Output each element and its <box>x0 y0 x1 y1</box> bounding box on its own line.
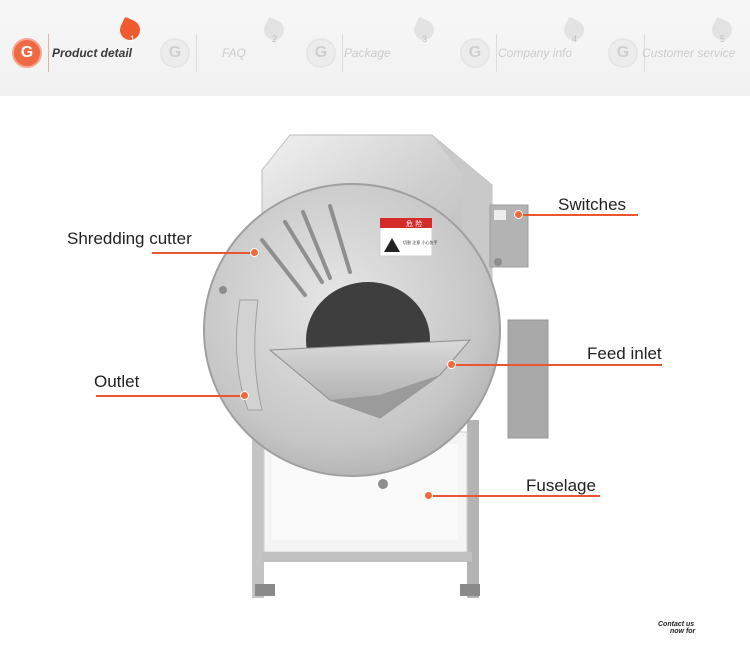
brand-g-icon: G <box>608 38 638 68</box>
callout-fuselage: Fuselage <box>526 476 596 495</box>
tab-divider <box>48 34 49 72</box>
brand-g-icon: G <box>460 38 490 68</box>
tab-number: 2 <box>272 34 278 44</box>
callout-switches: Switches <box>558 195 627 214</box>
contact-line-2: now for <box>670 628 696 635</box>
callout-line <box>152 252 254 254</box>
tab-label: Product detail <box>52 46 133 60</box>
tab-customer-service[interactable]: 5 G Customer service <box>608 16 750 80</box>
tab-faq[interactable]: 2 G FAQ <box>160 16 290 80</box>
contact-line-1: Contact us <box>658 621 695 628</box>
tab-package[interactable]: 3 G Package <box>306 16 446 80</box>
brand-g-icon: G <box>160 38 190 68</box>
callout-feed-inlet: Feed inlet <box>587 344 662 363</box>
tab-label: Package <box>344 46 391 60</box>
brand-g-icon: G <box>12 38 42 68</box>
tab-label: Customer service <box>642 46 736 60</box>
warning-sign-text: 切割 注意 小心伤手 <box>403 239 438 245</box>
callout-dot <box>424 491 433 500</box>
tab-number: 3 <box>422 34 428 44</box>
tab-number: 5 <box>720 34 726 44</box>
warning-sign-title: 危 险 <box>406 219 422 228</box>
brand-g-icon: G <box>306 38 336 68</box>
callout-line <box>428 495 600 497</box>
tab-product-detail[interactable]: 1 G Product detail <box>12 16 144 80</box>
tab-number: 1 <box>130 34 136 44</box>
callout-line <box>452 364 662 366</box>
tab-company-info[interactable]: 4 G Company info <box>460 16 600 80</box>
callout-line <box>518 214 638 216</box>
callout-dot <box>447 360 456 369</box>
callout-dot <box>240 391 249 400</box>
callout-dot <box>250 248 259 257</box>
tab-label: FAQ <box>222 46 246 60</box>
tab-divider <box>496 34 497 72</box>
tab-divider <box>342 34 343 72</box>
tab-divider <box>196 34 197 72</box>
tab-bar: 1 G Product detail 2 G FAQ 3 G Package 4… <box>0 0 750 96</box>
contact-us-link[interactable]: Contact us now for <box>658 621 695 635</box>
callout-line <box>96 395 244 397</box>
tab-divider <box>644 34 645 72</box>
tab-label: Company info <box>498 46 573 60</box>
callout-dot <box>514 210 523 219</box>
tab-number: 4 <box>572 34 578 44</box>
callout-shredding-cutter: Shredding cutter <box>67 229 192 248</box>
callout-outlet: Outlet <box>94 372 140 391</box>
vegetable-cutter-machine-image: 危 险 切割 注意 小心伤手 <box>203 134 549 598</box>
